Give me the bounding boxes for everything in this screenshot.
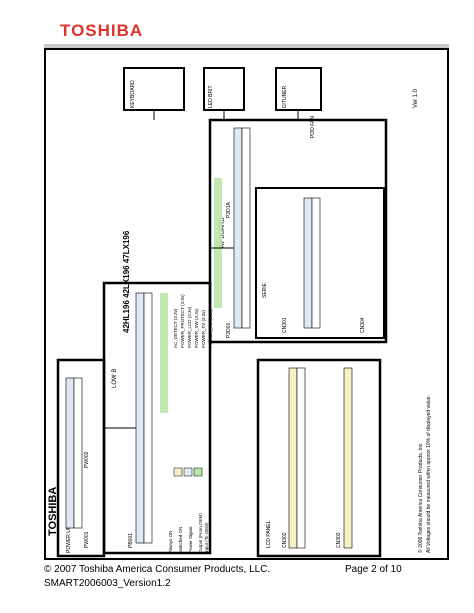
lowb-label: LOW B — [112, 369, 118, 388]
keyboard-label: KEYBOARD — [130, 80, 136, 108]
footer-copyright: © 2007 Toshiba America Consumer Products… — [44, 564, 271, 575]
serie-label: SERIE — [262, 282, 268, 298]
connector-cn301: CN301 — [282, 317, 288, 333]
legend-always-on: Always ON — [168, 531, 173, 553]
models-label: 42HL196 42LX196 47LX196 — [122, 230, 131, 333]
connector-pw002: PW002 — [84, 451, 90, 468]
led-brit-label: LED BRIT — [208, 85, 214, 108]
schematic-svg: TOSHIBA 42HL196 42LX196 47LX196 Ver 1.0 … — [44, 48, 449, 560]
footer-doc-id: SMART2006003_Version1.2 — [44, 578, 171, 589]
signal-power-tv: POWER_TV (3.3v) — [201, 309, 206, 348]
signal-power-sw: POWER_SW (3.3v) — [194, 308, 199, 348]
copyright-note: © 2008 Toshiba America Consumer Products… — [417, 442, 424, 553]
power-signal-highlights — [160, 178, 222, 413]
signal-ac-detect: AC_DETECT (3.3v) — [173, 308, 178, 348]
legend-switched-on: Switched ON — [178, 527, 183, 553]
connector-cn304: CN304 — [360, 317, 366, 333]
dtuner-label: D/TUNER — [282, 85, 288, 108]
lowb-block — [102, 281, 212, 555]
version-label: Ver 1.0 — [413, 88, 419, 108]
toshiba-logo: TOSHIBA — [60, 21, 144, 40]
footer-page: Page 2 of 10 — [345, 564, 402, 575]
connector-cn303: CN303 — [336, 532, 342, 548]
signal-power-lcd: POWER_LCD (3.3v) — [187, 306, 192, 348]
legend-input: Input (To OEM) — [204, 522, 209, 553]
connector-p2d1a: P2D1A — [226, 201, 232, 218]
serie-block — [255, 187, 385, 339]
schematic-sheet: TOSHIBA 42HL196 42LX196 47LX196 Ver 1.0 … — [44, 48, 449, 560]
connector-pb001: PB001 — [128, 533, 134, 548]
connector-p2d01: P2D01 — [226, 322, 232, 338]
power-unit-label: POWER UNIT — [66, 521, 72, 553]
av-board-label: AV BOARD — [220, 217, 226, 248]
brand-vertical: TOSHIBA — [47, 487, 59, 536]
header-rule — [44, 44, 449, 48]
legend-output: Output (From OEM) — [198, 513, 203, 553]
wiring-lines — [104, 110, 387, 429]
legend: Always ON Switched ON Power Signal Outpu… — [168, 467, 209, 553]
connector-pw001: PW001 — [84, 531, 90, 548]
signal-power-rd: POWER_RD (3.3v) — [208, 309, 213, 348]
lcd-panel-block — [256, 358, 382, 558]
legend-power-signal: Power Signal — [188, 526, 193, 553]
signal-labels: AC_DETECT (3.3v) POWER_PROTECT (3.3v) PO… — [173, 294, 213, 348]
pod-fan-label: POD FAN — [310, 116, 316, 138]
tolerance-note: All Voltages should be measured within a… — [426, 395, 432, 553]
connector-strips — [65, 127, 353, 549]
lcd-panel-label: LCD PANEL — [266, 520, 272, 548]
connector-cn302: CN302 — [282, 532, 288, 548]
signal-power-protect: POWER_PROTECT (3.3v) — [180, 294, 185, 348]
